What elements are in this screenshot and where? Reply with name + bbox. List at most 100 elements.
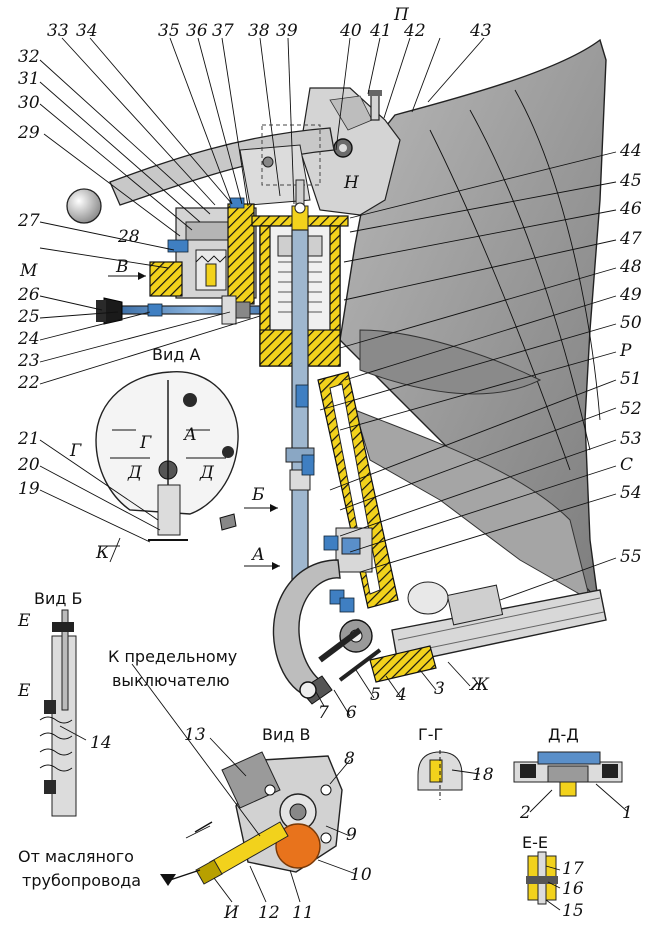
callout-27: 27 (17, 211, 40, 231)
callout-29: 29 (17, 123, 40, 143)
callout-35: 35 (158, 21, 180, 41)
letter-m: М (19, 261, 38, 281)
letter-n: Н (343, 173, 360, 193)
section-g-inner: Г (139, 433, 152, 453)
letter-r: Р (619, 341, 632, 361)
section-gg (417, 750, 463, 800)
callout-51: 51 (620, 369, 642, 389)
callout-6: 6 (346, 703, 357, 723)
callout-44: 44 (619, 141, 642, 161)
callout-15: 15 (562, 901, 584, 921)
callout-31: 31 (18, 69, 40, 89)
callout-49: 49 (619, 285, 642, 305)
callout-4: 4 (395, 685, 407, 705)
letter-s: С (620, 455, 633, 475)
callout-54: 54 (620, 483, 642, 503)
callout-47: 47 (619, 229, 642, 249)
letter-a-arrow: А (251, 545, 265, 565)
callout-5: 5 (370, 685, 381, 705)
lever-knob (66, 188, 102, 224)
section-g-left: Г (69, 441, 82, 461)
callout-34: 34 (76, 21, 98, 41)
section-dd (513, 751, 623, 797)
title-gg: Г-Г (418, 725, 443, 744)
adjustment-screw (96, 295, 281, 325)
letter-b-arrow: Б (251, 485, 265, 505)
arc-segment (272, 559, 341, 705)
letter-zh: Ж (469, 675, 490, 695)
callout-32: 32 (18, 47, 40, 67)
letter-a-view: А (183, 425, 197, 445)
title-dd: Д-Д (548, 725, 579, 744)
vertical-rod (285, 229, 315, 591)
callout-17: 17 (562, 859, 584, 879)
view-v (160, 751, 343, 886)
callout-12: 12 (258, 903, 280, 923)
callout-16: 16 (562, 879, 584, 899)
callout-55: 55 (620, 547, 642, 567)
title-vid-v: Вид В (262, 725, 311, 744)
callout-9: 9 (346, 825, 357, 845)
callout-23: 23 (17, 351, 40, 371)
callout-18: 18 (472, 765, 494, 785)
callout-43: 43 (469, 21, 492, 41)
callout-1: 1 (622, 803, 633, 823)
callout-25: 25 (17, 307, 40, 327)
callout-24: 24 (17, 329, 40, 349)
letter-e-top: Е (17, 611, 31, 631)
letter-p: П (393, 5, 410, 25)
callout-37: 37 (212, 21, 234, 41)
callout-40: 40 (339, 21, 362, 41)
note-oil-1: От масляного (18, 847, 134, 866)
callout-30: 30 (18, 93, 40, 113)
title-vid-b: Вид Б (34, 589, 83, 608)
letter-e-mid: Е (17, 681, 31, 701)
callout-36: 36 (186, 21, 208, 41)
callout-22: 22 (17, 373, 40, 393)
note-limit-switch-1: К предельному (108, 647, 237, 666)
callout-7: 7 (318, 703, 329, 723)
callout-41: 41 (369, 21, 392, 41)
title-ee: Е-Е (522, 833, 548, 852)
callout-26: 26 (17, 285, 40, 305)
callout-13: 13 (184, 725, 206, 745)
section-d-right: Д (199, 463, 215, 483)
callout-2: 2 (519, 803, 531, 823)
callout-19: 19 (18, 479, 40, 499)
callout-50: 50 (620, 313, 642, 333)
letter-k: К (95, 543, 110, 563)
left-housing (149, 197, 257, 305)
section-ee (526, 851, 558, 905)
callout-3: 3 (434, 679, 445, 699)
callout-45: 45 (619, 171, 642, 191)
main-body (339, 38, 607, 603)
callout-labels: 33 34 32 31 30 29 35 36 37 38 39 40 41 П… (17, 5, 642, 923)
callout-42: 42 (403, 21, 426, 41)
callout-28: 28 (117, 227, 140, 247)
callout-21: 21 (17, 429, 40, 449)
callout-20: 20 (17, 455, 40, 475)
section-d-left: Д (127, 463, 143, 483)
callout-53: 53 (620, 429, 642, 449)
callout-52: 52 (620, 399, 642, 419)
callout-39: 39 (276, 21, 298, 41)
callout-10: 10 (350, 865, 372, 885)
view-a (95, 371, 239, 541)
callout-48: 48 (619, 257, 642, 277)
letter-v-arrow: В (115, 257, 129, 277)
callout-46: 46 (619, 199, 642, 219)
callout-33: 33 (47, 21, 69, 41)
callout-14: 14 (90, 733, 112, 753)
lower-cylinder (318, 581, 607, 683)
callout-11: 11 (292, 903, 314, 923)
view-arrows (108, 272, 280, 839)
callout-8: 8 (344, 749, 355, 769)
view-b (39, 609, 77, 817)
letter-i: И (223, 903, 240, 923)
leader-lines (39, 37, 629, 911)
upper-bracket: Н (299, 87, 401, 216)
callout-38: 38 (248, 21, 270, 41)
note-limit-switch-2: выключателю (112, 671, 230, 690)
